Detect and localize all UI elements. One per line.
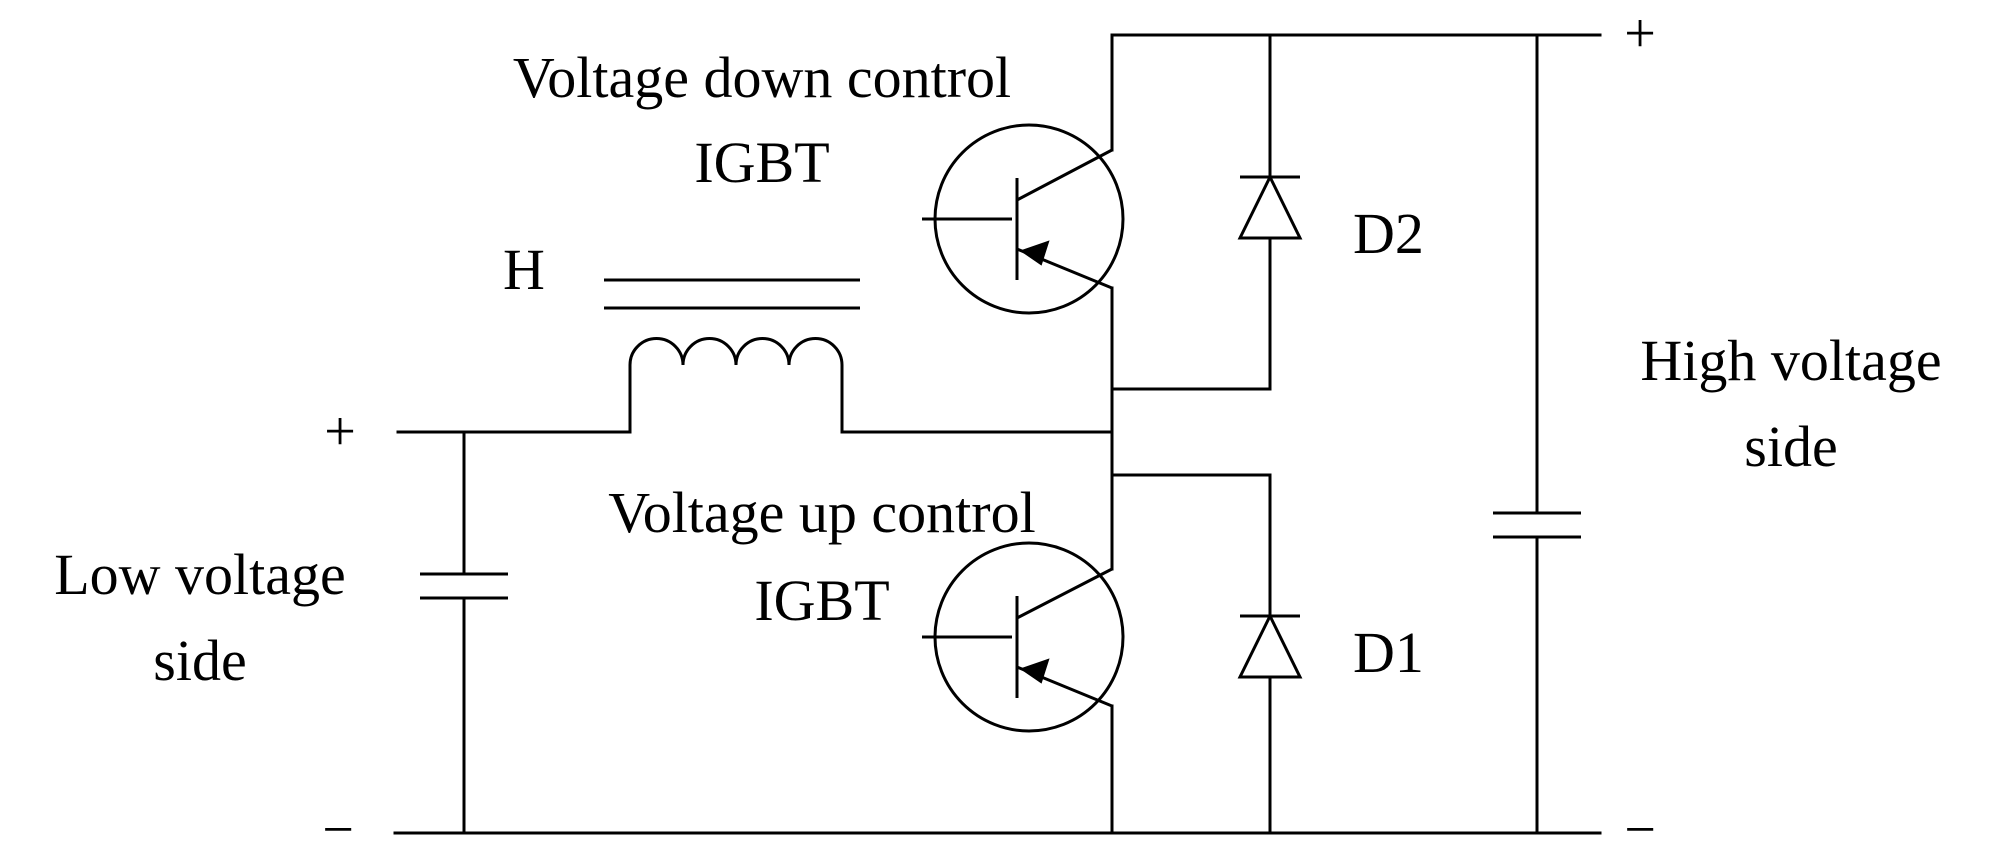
igbt-down-collector-line	[1016, 148, 1113, 202]
diode-d1-label: D1	[1353, 620, 1424, 685]
igbt-down-emitter-arrow	[1019, 240, 1050, 266]
diode-d2	[1237, 173, 1303, 240]
high-minus-sign: −	[1624, 799, 1656, 856]
low-side-label-line1: Low voltage	[54, 542, 346, 607]
igbt-up-collector-line	[1016, 567, 1113, 620]
igbt-up-label-line1: Voltage up control	[608, 480, 1035, 545]
inductor-h	[604, 278, 860, 367]
high-plus-sign: +	[1624, 3, 1656, 65]
high-side-label-line2: side	[1744, 414, 1837, 479]
inductor-label: H	[503, 237, 545, 302]
igbt-down-label-line2: IGBT	[694, 130, 829, 195]
igbt-down-label-line1: Voltage down control	[513, 45, 1011, 110]
high-side-label-line1: High voltage	[1640, 328, 1941, 393]
low-side-label-line2: side	[153, 628, 246, 693]
wires	[393, 33, 1602, 835]
low-plus-sign: +	[324, 401, 356, 463]
diode-d1	[1237, 612, 1303, 679]
igbt-up-label-line2: IGBT	[754, 568, 889, 633]
low-minus-sign: −	[322, 799, 354, 856]
igbt-down	[922, 123, 1125, 315]
diode-d2-label: D2	[1353, 201, 1424, 266]
diode-d1-triangle	[1237, 612, 1303, 679]
inductor-coil	[628, 337, 844, 367]
capacitor-low-side	[420, 572, 508, 600]
igbt-up	[922, 541, 1125, 733]
capacitor-high-side	[1493, 511, 1581, 539]
diode-d2-triangle	[1237, 173, 1303, 240]
igbt-up-emitter-arrow	[1019, 658, 1050, 684]
